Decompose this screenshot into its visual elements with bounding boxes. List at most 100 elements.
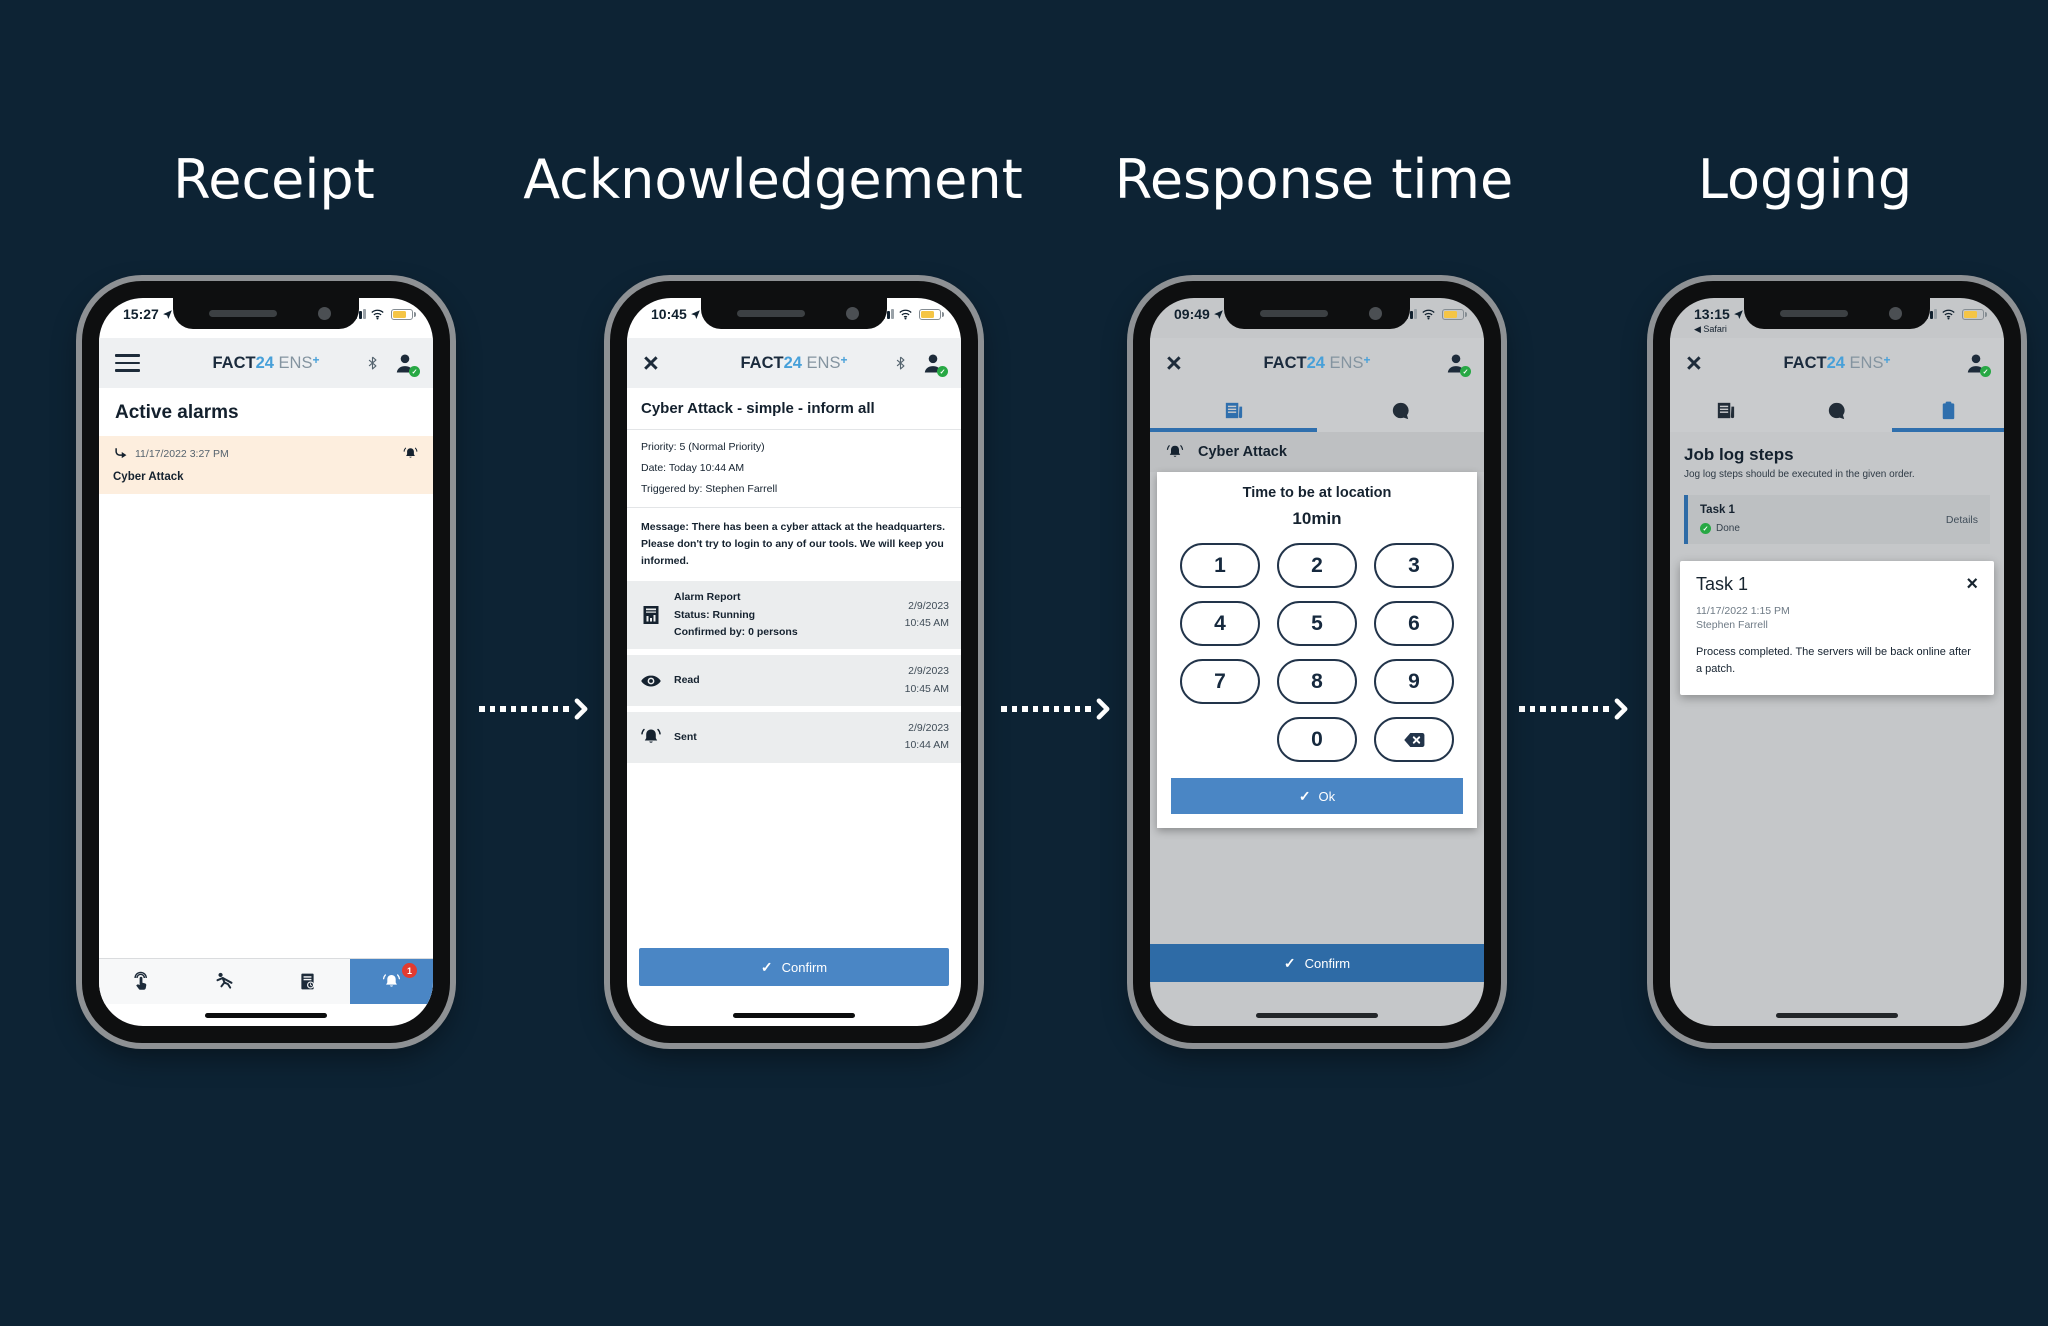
tab-chat[interactable]: [1317, 388, 1484, 432]
phone-notch: [173, 298, 359, 329]
details-link[interactable]: Details: [1945, 513, 1978, 526]
news-icon: [1225, 402, 1243, 418]
report-icon: [639, 603, 663, 627]
eye-icon: [639, 669, 663, 693]
step-title-acknowledgement: Acknowledgement: [523, 148, 1023, 211]
profile-online-check-icon: ✓: [409, 366, 420, 377]
home-indicator[interactable]: [1256, 1013, 1378, 1018]
falling-person-icon: [216, 972, 233, 989]
location-arrow-icon: [1213, 309, 1224, 320]
phone-acknowledgement: 10:45 × FACT24 ENS+ ✓: [610, 281, 978, 1043]
brand-24: 24: [1826, 353, 1845, 372]
screen-job-log: 13:15 ◀ Safari × FACT24 ENS+: [1670, 298, 2004, 1026]
profile-online-check-icon: ✓: [937, 366, 948, 377]
log-row-sent: Sent 2/9/2023 10:44 AM: [627, 711, 961, 763]
tab-manual-trigger[interactable]: [99, 959, 183, 1004]
profile-icon[interactable]: ✓: [393, 351, 420, 377]
tab-chat[interactable]: [1781, 388, 1892, 432]
step-title-receipt: Receipt: [173, 148, 375, 211]
alarm-list-item[interactable]: 11/17/2022 3:27 PM Cyber Attack: [99, 436, 433, 494]
phone-logging: 13:15 ◀ Safari × FACT24 ENS+: [1653, 281, 2021, 1043]
tab-details[interactable]: [1670, 388, 1781, 432]
brand-logo: FACT24 ENS+: [213, 353, 320, 373]
page-subtitle: Jog log steps should be executed in the …: [1684, 469, 1915, 480]
task-status: Done: [1716, 523, 1740, 534]
confirm-label: Confirm: [781, 959, 828, 975]
key-9[interactable]: 9: [1374, 659, 1454, 704]
tab-job-log[interactable]: [266, 959, 350, 1004]
profile-icon[interactable]: ✓: [1444, 351, 1471, 377]
close-icon[interactable]: ×: [1166, 347, 1182, 378]
check-icon: ✓: [1283, 954, 1296, 971]
tap-icon: [134, 971, 148, 990]
step-title-logging: Logging: [1697, 148, 1913, 211]
status-time: 09:49: [1174, 306, 1224, 322]
speaker-slot: [1260, 310, 1328, 317]
profile-icon[interactable]: ✓: [921, 351, 948, 377]
app-bar: × FACT24 ENS+ ✓: [1670, 338, 2004, 388]
alarm-name: Cyber Attack: [113, 471, 184, 483]
close-icon[interactable]: ×: [1686, 347, 1702, 378]
flow-arrow: [479, 698, 589, 720]
confirm-button[interactable]: ✓ Confirm: [639, 948, 949, 986]
confirm-button[interactable]: ✓ Confirm: [1150, 944, 1484, 982]
phone-notch: [1744, 298, 1930, 329]
home-indicator[interactable]: [205, 1013, 327, 1018]
screen-active-alarms: 15:27 FACT24 ENS+ ✓: [99, 298, 433, 1026]
home-indicator[interactable]: [733, 1013, 855, 1018]
brand-logo: FACT24 ENS+: [1783, 353, 1891, 373]
close-icon[interactable]: ×: [643, 347, 659, 378]
phone-notch: [701, 298, 887, 329]
key-1[interactable]: 1: [1180, 543, 1260, 588]
tab-job-log-active[interactable]: [1893, 388, 2004, 432]
tab-man-down[interactable]: [183, 959, 267, 1004]
key-6[interactable]: 6: [1374, 601, 1454, 646]
key-2[interactable]: 2: [1277, 543, 1357, 588]
confirm-label: Confirm: [1304, 955, 1351, 971]
row-time: 10:45 AM: [904, 682, 949, 695]
backspace-key[interactable]: [1374, 717, 1454, 762]
ok-label: Ok: [1318, 788, 1336, 804]
tab-alerts-active[interactable]: 1: [349, 959, 433, 1004]
screen-alarm-detail: 10:45 × FACT24 ENS+ ✓: [627, 298, 961, 1026]
news-icon: [1717, 402, 1735, 418]
task-detail-dialog: Task 1 × 11/17/2022 1:15 PM Stephen Farr…: [1680, 561, 1994, 696]
key-0[interactable]: 0: [1277, 717, 1357, 762]
task-list-item[interactable]: Task 1 ✓ Done Details: [1684, 495, 1990, 544]
brand-plus: +: [840, 352, 848, 367]
key-8[interactable]: 8: [1277, 659, 1357, 704]
bluetooth-icon: [365, 353, 380, 373]
brand-logo: FACT24 ENS+: [741, 352, 848, 373]
row-time: 10:45 AM: [904, 617, 949, 630]
ok-button[interactable]: ✓ Ok: [1171, 778, 1463, 814]
app-bar: × FACT24 ENS+ ✓: [627, 338, 961, 388]
phone-response-time: 09:49 × FACT24 ENS+ ✓: [1133, 281, 1501, 1043]
row-line: Status: Running: [674, 608, 756, 621]
brand-24: 24: [1306, 353, 1325, 372]
meta-triggered-by: Triggered by: Stephen Farrell: [641, 483, 778, 495]
home-indicator[interactable]: [1776, 1013, 1898, 1018]
status-time: 15:27: [123, 306, 173, 322]
key-7[interactable]: 7: [1180, 659, 1260, 704]
brand-fact: FACT: [1783, 353, 1827, 372]
tab-details-active[interactable]: [1150, 388, 1317, 432]
alarm-message: Message: There has been a cyber attack a…: [641, 521, 946, 567]
profile-icon[interactable]: ✓: [1964, 351, 1991, 377]
row-date: 2/9/2023: [908, 600, 949, 613]
camera-dot: [1369, 307, 1382, 320]
dialog-close-icon[interactable]: ×: [1966, 573, 1978, 595]
entered-value: 10min: [1292, 509, 1342, 528]
detail-tab-bar: [1150, 388, 1484, 432]
location-arrow-icon: [1733, 309, 1744, 320]
menu-icon[interactable]: [115, 354, 140, 372]
key-5[interactable]: 5: [1277, 601, 1357, 646]
bluetooth-icon: [893, 353, 908, 373]
key-3[interactable]: 3: [1374, 543, 1454, 588]
key-4[interactable]: 4: [1180, 601, 1260, 646]
status-bar: 13:15 ◀ Safari: [1670, 298, 2004, 338]
dialog-body: Process completed. The servers will be b…: [1696, 646, 1971, 676]
clipboard-icon: [1942, 401, 1955, 419]
brand-ens: ENS: [1329, 353, 1364, 372]
wifi-icon: [1421, 308, 1436, 320]
back-to-safari-link[interactable]: ◀ Safari: [1694, 324, 1727, 334]
